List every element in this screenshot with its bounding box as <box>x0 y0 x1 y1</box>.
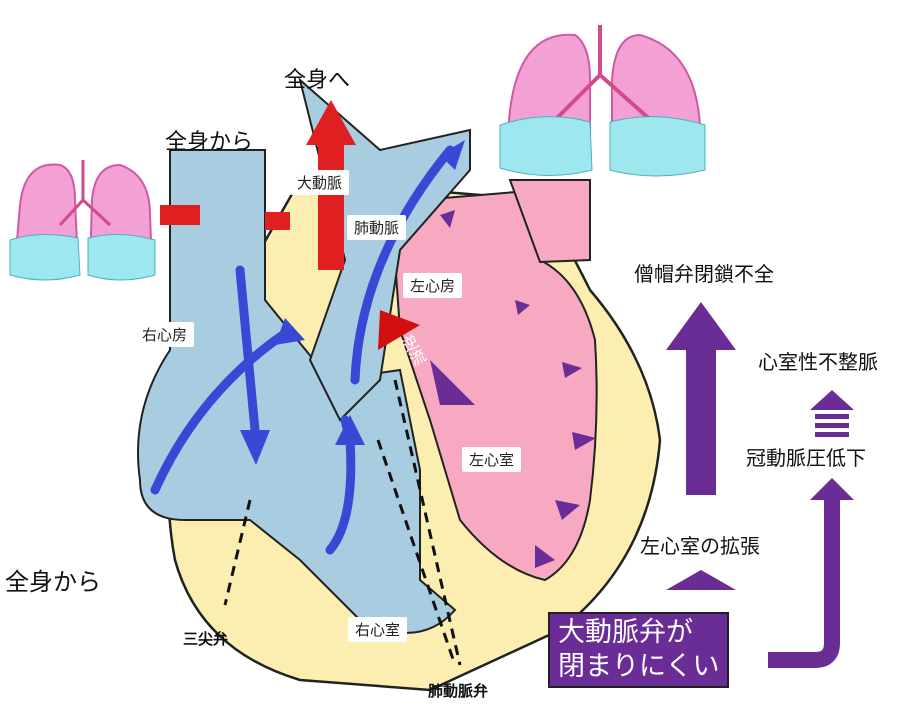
mitral-regurgitation-label: 僧帽弁閉鎖不全 <box>634 262 774 286</box>
left-ventricle-label: 左心室 <box>462 447 522 472</box>
callout-line1: 大動脈弁が <box>558 617 693 648</box>
to-body-label: 全身へ <box>284 68 351 93</box>
pulmonary-valve-label: 肺動脈弁 <box>428 682 489 700</box>
left-atrium-label: 左心房 <box>403 273 463 298</box>
pressure-arrows-purple <box>430 210 596 568</box>
flow-arrows-blue <box>150 145 455 555</box>
callout-line2: 閉まりにくい <box>558 651 720 682</box>
ventricular-arrhythmia-label: 心室性不整脈 <box>758 350 878 374</box>
aorta-flow-arrow <box>306 100 356 270</box>
coronary-pressure-drop-label: 冠動脈圧低下 <box>746 446 866 470</box>
right-atrium-label: 右心房 <box>135 322 195 347</box>
aortic-valve-callout: 大動脈弁が 閉まりにくい <box>548 612 730 688</box>
from-body-left-label: 全身から <box>5 568 101 596</box>
from-body-top-label: 全身から <box>165 130 254 155</box>
lv-dilation-label: 左心室の拡張 <box>640 534 760 558</box>
right-heart-chambers <box>137 149 457 634</box>
aorta-label: 大動脈 <box>290 170 350 195</box>
lungs-left-icon <box>9 160 156 281</box>
lungs-right-icon <box>499 25 706 177</box>
pulmonary-artery-label: 肺動脈 <box>347 215 407 240</box>
cause-effect-arrows <box>666 302 854 668</box>
tricuspid-valve-label: 三尖弁 <box>183 630 229 648</box>
right-ventricle-label: 右心室 <box>348 617 408 642</box>
